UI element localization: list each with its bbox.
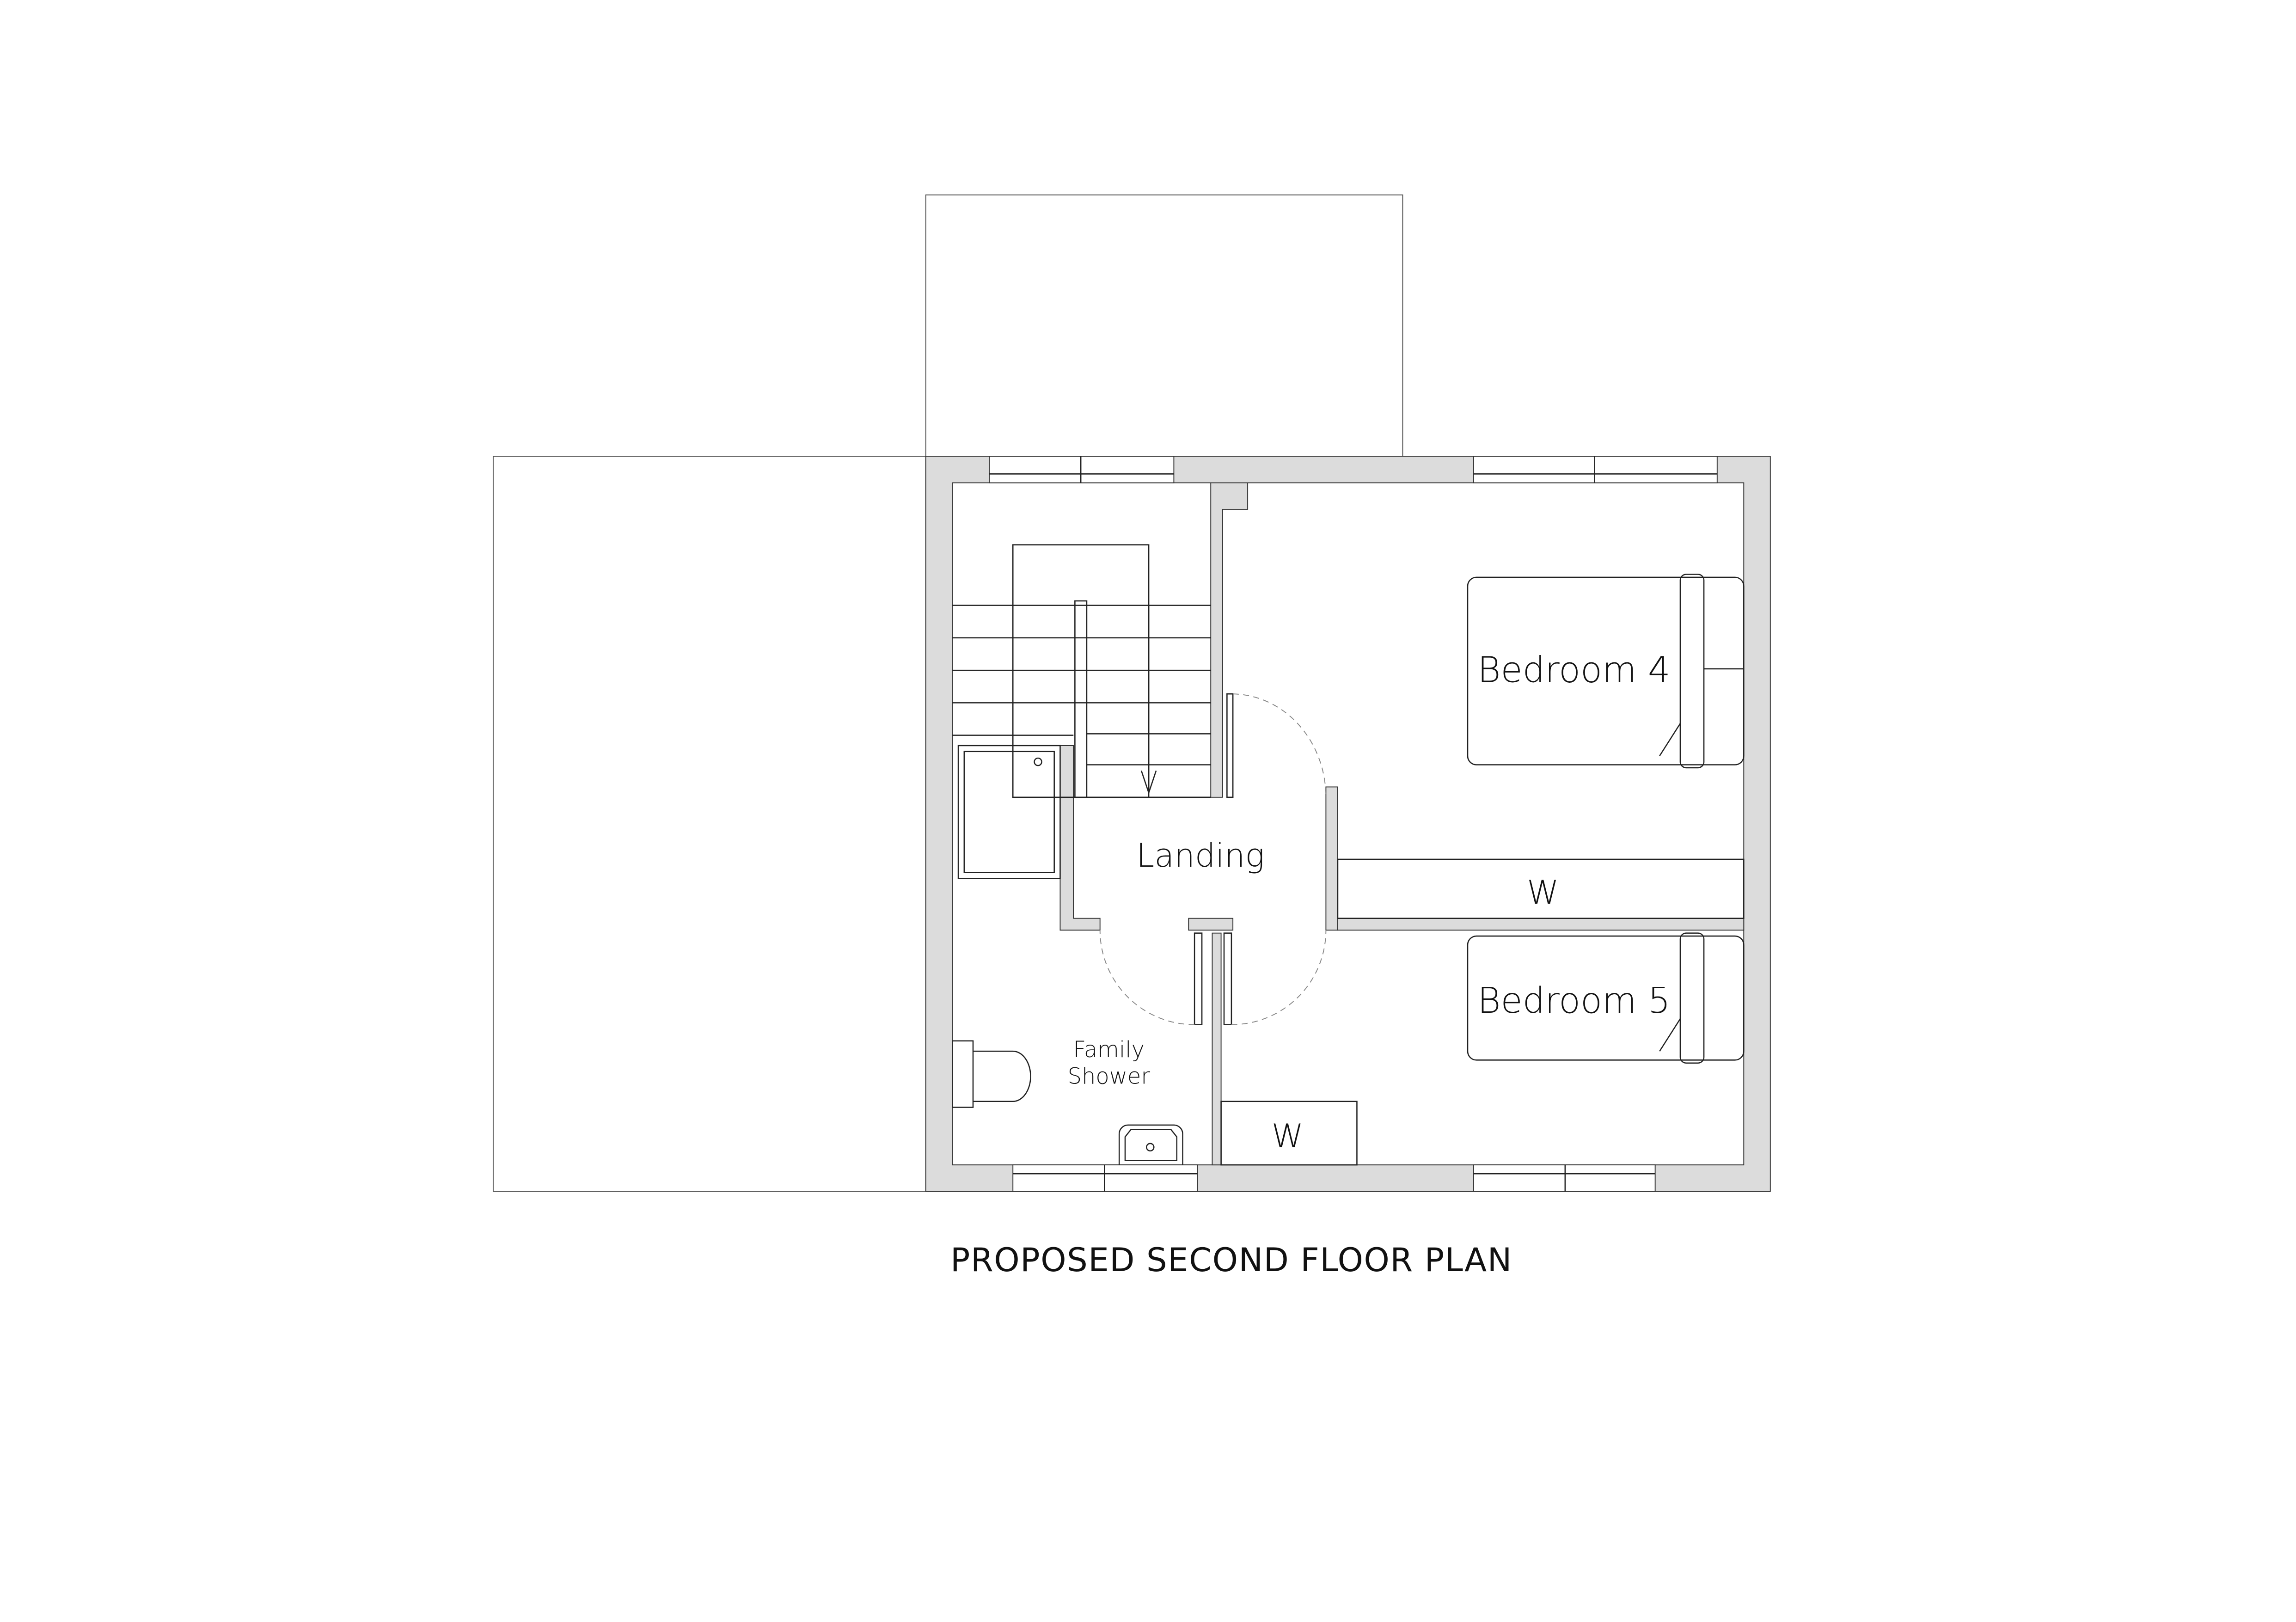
room-label-bedroom-4: Bedroom 4 [1477, 650, 1670, 691]
adjoining-building-left [492, 456, 926, 1192]
plan-title: PROPOSED SECOND FLOOR PLAN [950, 1241, 1512, 1279]
wardrobe-label-2: W [1272, 1117, 1304, 1155]
adjoining-building-top [925, 194, 1403, 457]
doors [1099, 693, 1327, 1025]
wardrobe-label-1: W [1527, 874, 1559, 912]
wardrobe-bedroom-5 [1220, 1101, 1358, 1166]
room-label-landing: Landing [1136, 837, 1265, 875]
handrail [1074, 600, 1088, 798]
bed-bedroom-4 [1467, 574, 1745, 769]
room-label-bedroom-5: Bedroom 5 [1477, 980, 1670, 1022]
staircase [952, 544, 1211, 798]
internal-walls [952, 482, 1745, 1166]
room-label-family-shower-line2: Shower [1068, 1064, 1151, 1089]
toilet-icon [952, 1040, 1031, 1108]
shower-tray [957, 745, 1061, 879]
basin-icon [1118, 1124, 1183, 1165]
windows [989, 456, 1718, 1192]
external-walls [925, 456, 1771, 1192]
room-label-family-shower-line1: Family [1073, 1037, 1145, 1063]
wardrobe-bedroom-4 [1337, 858, 1745, 919]
bed-bedroom-5 [1467, 932, 1745, 1064]
stair-direction-arrow-icon [1140, 605, 1157, 795]
